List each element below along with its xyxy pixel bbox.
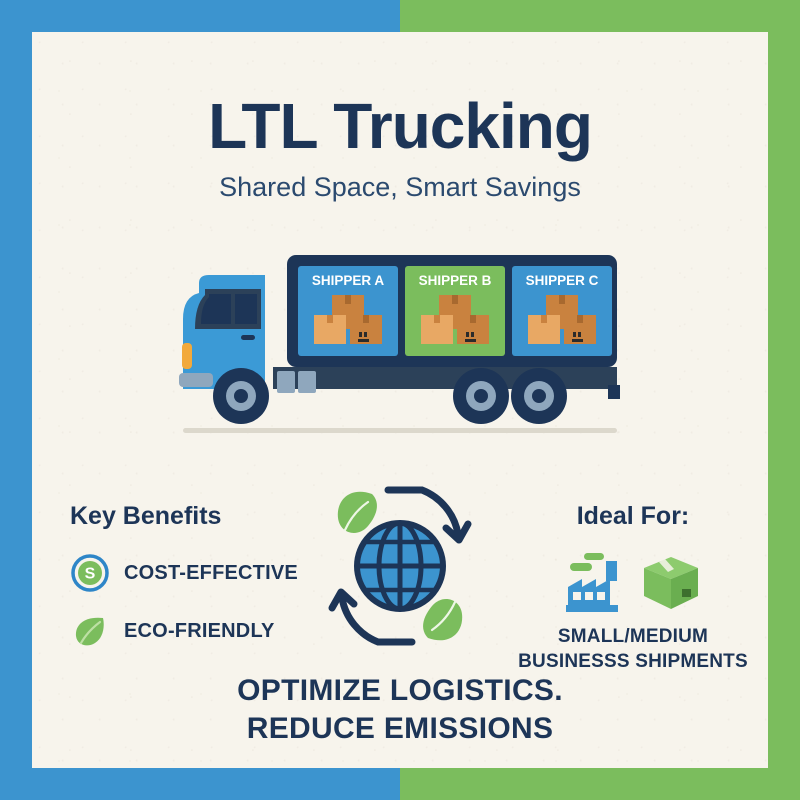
wheel-rear-1 [453, 368, 509, 424]
fuel-tank-left [277, 371, 295, 393]
shipper-c-label: SHIPPER C [526, 273, 599, 288]
cab-window-right [235, 294, 257, 324]
globe-icon [354, 520, 446, 612]
footer-line-2: REDUCE EMISSIONS [246, 712, 554, 746]
package-box-icon [644, 557, 698, 609]
truck-svg: SHIPPER A SHIPPER B SHIPPER C [179, 255, 620, 433]
ideal-for-heading: Ideal For: [576, 502, 690, 530]
truck-chassis [273, 367, 617, 389]
header-block: LTL Trucking Shared Space, Smart Savings [32, 94, 768, 203]
wheel-front [213, 368, 269, 424]
ideal-for-text-line-1: SMALL/MEDIUM [557, 626, 709, 647]
benefit-item-eco-friendly: ECO-FRIENDLY [70, 611, 300, 651]
key-benefits-block: Key Benefits S COST-EFFECTIVE [70, 502, 300, 669]
shipper-a-label: SHIPPER A [312, 273, 385, 288]
globe-recycle-icon [310, 476, 490, 656]
benefit-item-cost-effective: S COST-EFFECTIVE [70, 553, 300, 593]
wheel-rear-2 [511, 368, 567, 424]
key-benefits-heading: Key Benefits [70, 502, 222, 530]
ideal-for-block: Ideal For: [508, 502, 758, 674]
cargo-boxes-c [528, 295, 596, 344]
cab-window-left [201, 294, 231, 324]
top-border-band [0, 0, 800, 32]
headlight-amber [182, 343, 192, 369]
globe-recycle-svg [328, 486, 472, 646]
arrow-top-right-icon [384, 486, 462, 538]
fuel-tank-right [298, 371, 316, 393]
cargo-boxes-a [314, 295, 382, 344]
left-border-band [0, 0, 32, 800]
shipper-b-label: SHIPPER B [419, 273, 492, 288]
ideal-for-text-line-2: BUSINESSS SHIPMENTS [518, 650, 748, 672]
svg-text:S: S [85, 566, 96, 583]
top-band-green [400, 0, 800, 32]
footer-line-1: OPTIMIZE LOGISTICS. [237, 674, 563, 707]
benefit-label-eco-friendly: ECO-FRIENDLY [124, 619, 275, 642]
ideal-for-text: SMALL/MEDIUM BUSINESSS SHIPMENTS [508, 625, 758, 674]
arrow-bottom-left-icon [338, 594, 416, 646]
front-bumper [179, 373, 213, 387]
top-band-blue [0, 0, 400, 32]
page-title: LTL Trucking [208, 90, 593, 162]
road-line [183, 428, 617, 433]
ideal-for-icons [508, 541, 758, 617]
footer-block: OPTIMIZE LOGISTICS. REDUCE EMISSIONS [32, 672, 768, 749]
benefit-label-cost-effective: COST-EFFECTIVE [124, 561, 298, 584]
truck-illustration: SHIPPER A SHIPPER B SHIPPER C [32, 247, 768, 457]
page-subtitle: Shared Space, Smart Savings [219, 172, 581, 202]
middle-section: Key Benefits S COST-EFFECTIVE [32, 462, 768, 682]
bottom-band-blue [0, 768, 400, 800]
bottom-band-green [400, 768, 800, 800]
bottom-border-band [0, 768, 800, 800]
dollar-coin-icon: S [70, 553, 110, 593]
right-border-band [768, 0, 800, 800]
factory-icon [566, 553, 618, 612]
leaf-icon [70, 611, 110, 651]
rear-bumper [608, 385, 620, 399]
cargo-boxes-b [421, 295, 489, 344]
poster-canvas: LTL Trucking Shared Space, Smart Savings [32, 32, 768, 768]
cab-door-handle [241, 335, 255, 340]
